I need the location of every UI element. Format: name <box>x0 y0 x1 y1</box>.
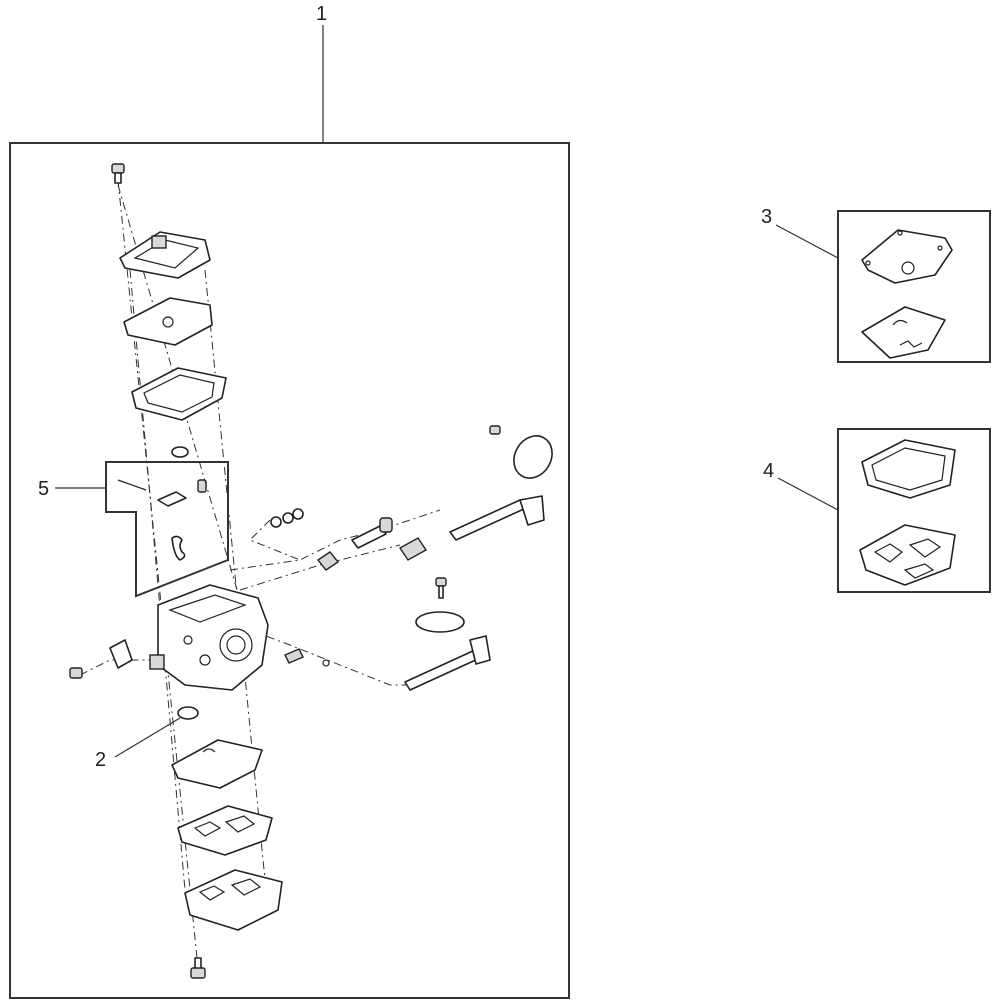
washer <box>171 446 189 458</box>
inlet-screen <box>177 706 199 720</box>
metering-diaphragm <box>123 297 213 346</box>
spring-large <box>398 537 428 561</box>
callout-1-number: 1 <box>316 3 327 25</box>
carburetor-body <box>149 584 269 691</box>
callout-5-number: 5 <box>38 478 49 500</box>
pump-cover <box>184 869 283 931</box>
choke-screw <box>489 425 501 435</box>
callout-2-leader <box>114 717 181 758</box>
idle-screw <box>351 517 393 549</box>
bottom-screw <box>190 957 206 979</box>
kit-4-gasket <box>861 439 956 499</box>
kit-5-box <box>105 461 229 598</box>
choke-shaft <box>449 495 545 541</box>
callout-2[interactable]: 2 <box>95 717 181 771</box>
spring-small <box>316 551 340 571</box>
callout-4[interactable]: 4 <box>763 460 839 511</box>
side-screw <box>69 667 83 679</box>
callout-3-number: 3 <box>761 206 772 228</box>
callout-3-leader <box>775 224 839 259</box>
gasket <box>131 367 227 421</box>
pump-diaphragm <box>171 739 263 789</box>
callout-5[interactable]: 5 <box>38 478 106 500</box>
kit-3-metering-diaphragm <box>861 229 953 284</box>
kit-4-box <box>837 428 991 593</box>
kit-5-needle-parts <box>117 479 207 561</box>
callout-2-number: 2 <box>95 749 106 771</box>
side-lever <box>109 639 133 669</box>
callout-4-number: 4 <box>763 460 774 482</box>
kit-4-pump-gasket <box>859 524 956 586</box>
top-screw <box>111 163 125 184</box>
callout-4-leader <box>777 477 839 511</box>
upper-cover <box>119 231 211 279</box>
callout-3[interactable]: 3 <box>761 206 839 259</box>
kit-3-box <box>837 210 991 363</box>
spring-lower <box>284 648 330 667</box>
alignment-lines <box>79 179 441 969</box>
callout-1[interactable]: 1 <box>316 3 327 143</box>
choke-plate <box>513 435 553 479</box>
pump-gasket <box>177 805 273 856</box>
throttle-shaft <box>404 635 491 691</box>
main-assembly-box <box>9 142 570 999</box>
fittings <box>270 508 304 528</box>
throttle-screw <box>435 577 447 599</box>
kit-3-pump-diaphragm <box>861 306 946 359</box>
throttle-plate <box>415 611 465 633</box>
